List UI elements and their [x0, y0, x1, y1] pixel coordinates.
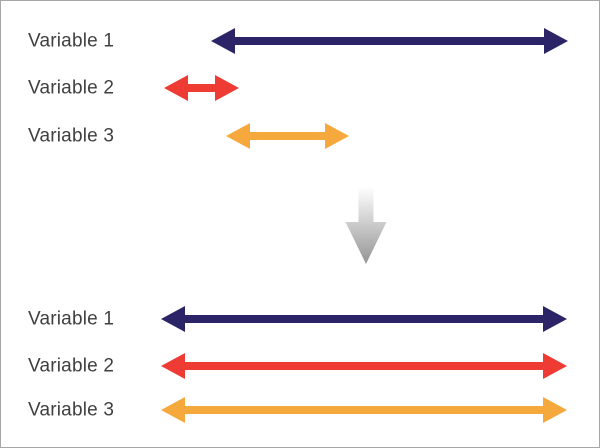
down-transition-arrow [345, 187, 387, 264]
top-variable-2-label: Variable 2 [28, 77, 115, 99]
bottom-variable-arrow-2 [161, 353, 567, 379]
bottom-variable-3-label: Variable 3 [28, 399, 115, 421]
top-variable-arrow-2 [164, 75, 239, 101]
top-variable-3-label: Variable 3 [28, 125, 115, 147]
bottom-arrow-group [161, 306, 567, 423]
top-variable-1-label: Variable 1 [28, 30, 115, 52]
transition-arrow-group [345, 187, 387, 264]
bottom-variable-arrow-1 [161, 306, 567, 332]
top-arrow-group [164, 28, 568, 149]
top-variable-arrow-1 [211, 28, 568, 54]
top-variable-arrow-3 [226, 123, 349, 149]
bottom-variable-1-label: Variable 1 [28, 308, 115, 330]
bottom-variable-arrow-3 [161, 397, 567, 423]
bottom-variable-2-label: Variable 2 [28, 355, 115, 377]
